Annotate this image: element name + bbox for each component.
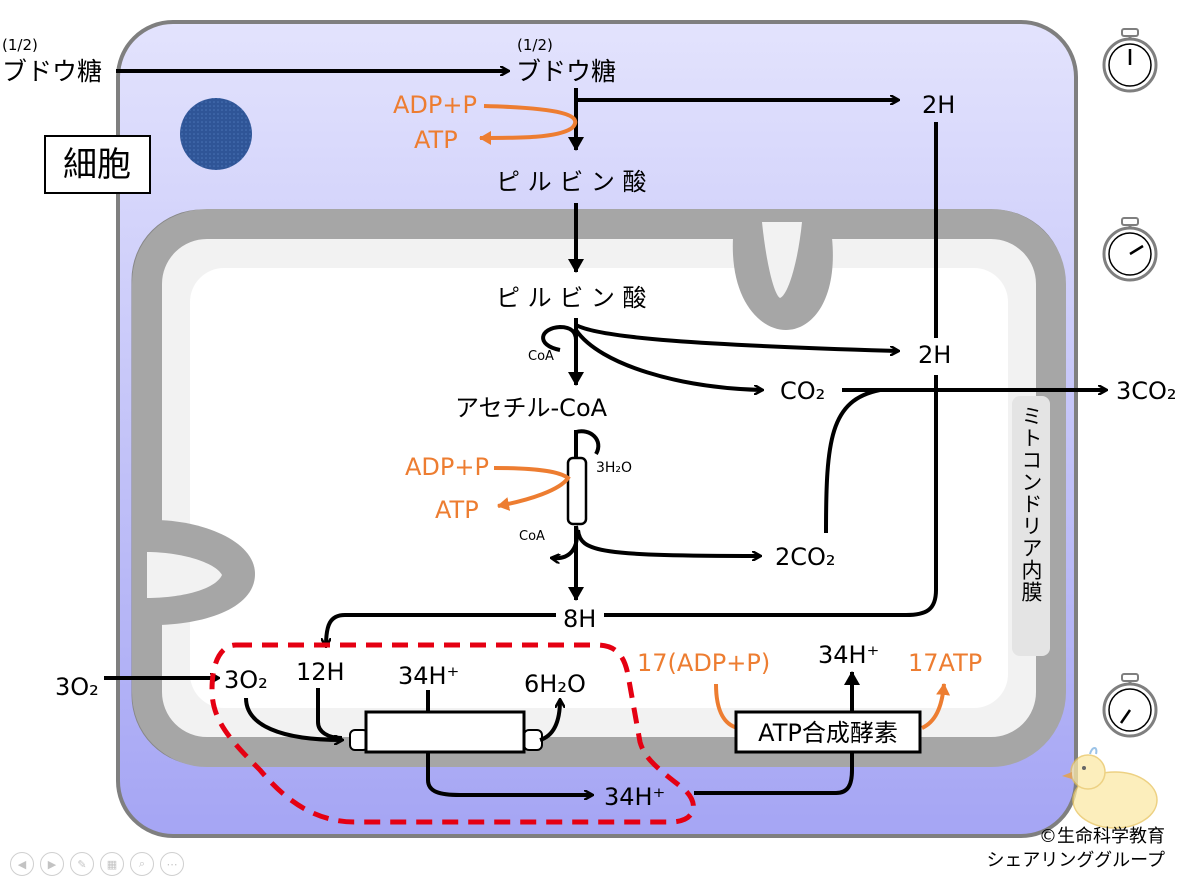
next-icon[interactable]: ▶: [40, 852, 64, 876]
cell-label: 細胞: [63, 145, 131, 185]
citric-8h: 8H: [563, 605, 596, 633]
link-co2-arrow: [574, 328, 762, 390]
etc-o2-arrow: [244, 697, 342, 740]
etc-oxygen: 3O₂: [224, 666, 268, 694]
proton-to-synthase-arrow: [694, 671, 860, 795]
synthase-atp-arrow: [921, 683, 951, 730]
etc-highlight-region: [209, 642, 696, 825]
credit-line-1: ©生命科学教育: [1039, 826, 1165, 847]
etc-proton-arrow: [426, 752, 592, 795]
synthase-adp: 17(ADP+P): [637, 649, 770, 677]
glycolysis-atp: ATP: [414, 126, 458, 154]
citric-coa: CoA: [519, 529, 545, 544]
etc-water-arrow: [539, 700, 560, 742]
etc-hplus: 34H⁺: [398, 662, 459, 690]
citric-atp: ATP: [435, 496, 479, 524]
mitochondrial-matrix: [190, 268, 1008, 708]
h-collection-line: [604, 122, 938, 617]
glycolysis-adp: ADP+P: [393, 91, 477, 119]
synthase-hplus: 34H⁺: [818, 641, 879, 669]
etc-12h: 12H: [296, 658, 345, 686]
acetyl-coa: アセチル-CoA: [455, 394, 608, 422]
citric-water-arrow: [575, 429, 601, 455]
pyruvate-cytosol: ピ ル ビ ン 酸: [496, 168, 647, 196]
glycolysis-2h: 2H: [922, 91, 955, 119]
more-icon[interactable]: ⋯: [160, 852, 184, 876]
synthase-atp: 17ATP: [908, 649, 982, 677]
cell-label-box: [44, 135, 151, 194]
pyruvate-matrix: ピ ル ビ ン 酸: [496, 284, 647, 312]
prev-icon[interactable]: ◀: [10, 852, 34, 876]
co2-to-exit-curve: [824, 388, 881, 534]
mitochondrion-inner-membrane: [132, 209, 1066, 767]
glucose-outside: ブドウ糖: [2, 57, 102, 86]
stopwatch-icon: [1102, 673, 1158, 738]
link-co2: CO₂: [780, 377, 825, 405]
stopwatch-icon: [1102, 217, 1158, 282]
glucose-inside: ブドウ糖: [516, 57, 616, 86]
link-2h: 2H: [918, 341, 951, 369]
slide-navigation: ◀ ▶ ✎ ▦ ⌕ ⋯: [10, 852, 184, 878]
membrane-label: ミトコンドリア内膜: [1019, 405, 1043, 603]
credit-line-2: シェアリンググループ: [986, 850, 1165, 871]
citric-co2-arrow: [576, 529, 760, 556]
glucose-inside-fraction: (1/2): [517, 36, 553, 54]
glucose-outside-fraction: (1/2): [2, 36, 38, 54]
citric-atp-arrow: [493, 466, 571, 511]
slides-icon[interactable]: ▦: [100, 852, 124, 876]
membrane-label-box: [1012, 396, 1050, 656]
glycolysis-atp-arrow: [479, 104, 578, 145]
atp-synthase-box: [734, 710, 922, 754]
stopwatch-icon: [1102, 28, 1158, 93]
link-coa-arrow: [541, 324, 578, 352]
citric-cycle-box: [566, 456, 588, 526]
pen-icon[interactable]: ✎: [70, 852, 94, 876]
atp-synthase-label: ATP合成酵素: [758, 719, 898, 747]
oxygen-outside: 3O₂: [55, 673, 99, 701]
copyright-credit: ©生命科学教育 シェアリンググループ: [986, 825, 1165, 873]
etc-h-arrow: [316, 688, 343, 740]
zoom-icon[interactable]: ⌕: [130, 852, 154, 876]
co2-total: 3CO₂: [1116, 377, 1177, 405]
citric-water: 3H₂O: [596, 460, 632, 476]
electron-transport-chain: [364, 710, 526, 754]
nucleus: [180, 98, 252, 170]
chick-mascot-icon: [1062, 747, 1158, 829]
link-coa: CoA: [528, 349, 554, 364]
h-to-etc-arrow: [326, 613, 556, 646]
etc-water: 6H₂O: [524, 670, 586, 698]
etc-hplus-intermembrane: 34H⁺: [604, 783, 665, 811]
link-2h-arrow: [575, 323, 898, 351]
citric-adp: ADP+P: [405, 453, 489, 481]
citric-co2: 2CO₂: [775, 543, 836, 571]
